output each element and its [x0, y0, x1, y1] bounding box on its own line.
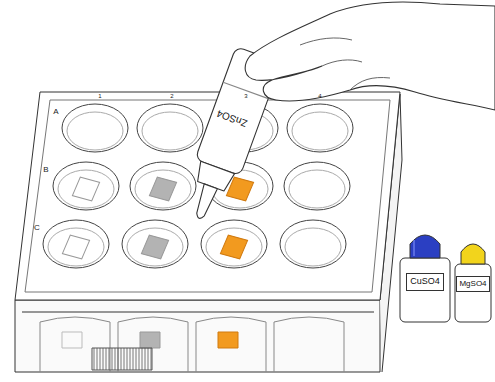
row-letter: A — [53, 108, 58, 116]
well-inner — [142, 112, 198, 150]
well — [284, 162, 350, 210]
sample-square — [220, 235, 247, 259]
sample-square — [141, 235, 168, 259]
well — [201, 220, 267, 268]
well-inner — [285, 228, 341, 266]
front-gray-square — [140, 332, 160, 348]
well — [287, 104, 353, 152]
well — [53, 162, 119, 210]
row-letter: C — [34, 224, 40, 232]
plate-front — [15, 300, 380, 372]
well-inner — [127, 228, 183, 266]
row-letter: B — [43, 166, 48, 174]
well — [137, 104, 203, 152]
well — [122, 220, 188, 268]
well-inner — [206, 228, 262, 266]
column-number: 4 — [318, 93, 321, 99]
node-text: CuSO4 — [410, 277, 440, 287]
barcode-ribs — [92, 348, 152, 370]
well — [43, 220, 109, 268]
well — [130, 162, 196, 210]
well-inner — [58, 170, 114, 208]
column-number: 1 — [98, 93, 101, 99]
column-number: 2 — [170, 93, 173, 99]
front-orange-square — [218, 332, 238, 348]
bottle-label: CuSO4 — [406, 273, 444, 291]
sample-square — [62, 235, 89, 259]
plate-top — [15, 92, 400, 300]
magnesium-sulfate-bottle — [455, 244, 491, 322]
node-text: MgSO4 — [459, 280, 486, 289]
well — [62, 104, 128, 152]
sample-square — [72, 177, 99, 201]
well-inner — [289, 170, 345, 208]
well-inner — [292, 112, 348, 150]
front-blank-square — [62, 332, 82, 348]
well-inner — [135, 170, 191, 208]
copper-sulfate-bottle — [400, 235, 450, 322]
well — [280, 220, 346, 268]
well-inner — [67, 112, 123, 150]
bottle-label: MgSO4 — [456, 276, 489, 293]
sample-square — [149, 177, 176, 201]
hand — [245, 2, 495, 110]
column-number: 3 — [244, 93, 247, 99]
well-inner — [48, 228, 104, 266]
